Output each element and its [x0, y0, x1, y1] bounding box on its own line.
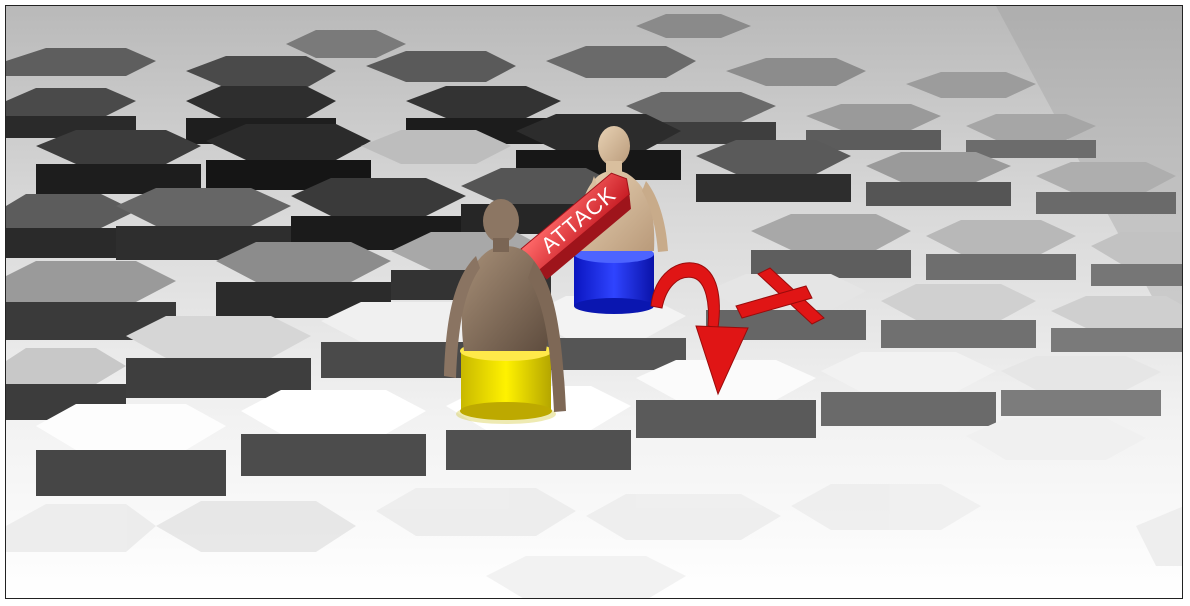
hex-floor [6, 484, 1183, 599]
game-board: ATTACK [5, 5, 1183, 599]
hex-board-scene: ATTACK [6, 6, 1183, 599]
hex-row-far [6, 14, 1036, 98]
